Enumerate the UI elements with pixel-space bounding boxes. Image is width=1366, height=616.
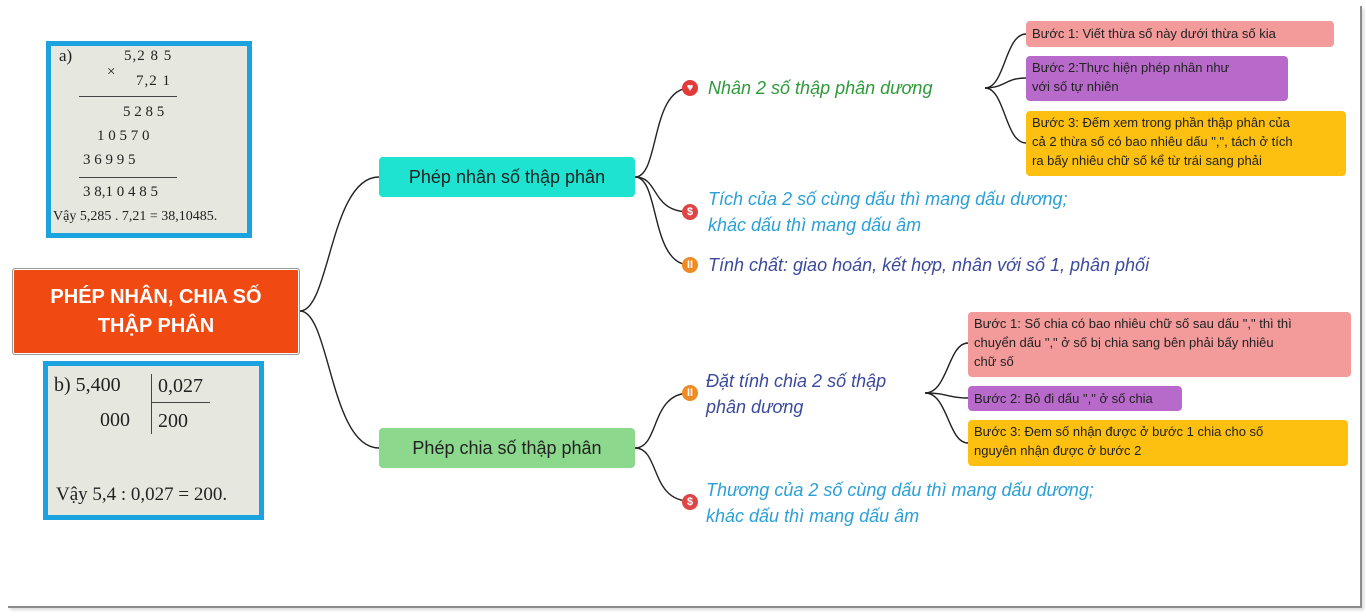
- root-title-line-1: PHÉP NHÂN, CHIA SỐ: [50, 286, 262, 308]
- multiply-step-3-line-2: cả 2 thừa số có bao nhiêu dấu ",", tách …: [1032, 134, 1293, 149]
- divide-step-1-line-2: chuyển dấu "," ở số bị chia sang bên phả…: [974, 335, 1274, 350]
- multiply-step-3[interactable]: Bước 3: Đếm xem trong phần thập phân của…: [1026, 111, 1346, 176]
- example-a-partial3: 3 6 9 9 5: [83, 152, 136, 168]
- topic-divide-sign-line-1: Thương của 2 số cùng dấu thì mang dấu dư…: [706, 480, 1094, 500]
- link-mul-step1: [984, 33, 1027, 89]
- example-a-partial2: 1 0 5 7 0: [97, 128, 150, 144]
- link-div-step3: [924, 392, 969, 444]
- multiply-step-2-line-1: Bước 2:Thực hiện phép nhân như: [1032, 60, 1230, 75]
- multiply-step-1-text: Bước 1: Viết thừa số này dưới thừa số ki…: [1032, 26, 1276, 41]
- example-b-rule: [152, 402, 210, 403]
- divide-step-3-line-1: Bước 3: Đem số nhận được ở bước 1 chia c…: [974, 424, 1264, 439]
- pause-icon: II: [682, 385, 698, 401]
- divide-step-2-text: Bước 2: Bỏ đi dấu "," ở số chia: [974, 391, 1153, 406]
- topic-multiply-properties[interactable]: Tính chất: giao hoán, kết hợp, nhân với …: [708, 255, 1150, 275]
- example-b-divisor: 0,027: [158, 375, 203, 397]
- topic-divide-setup-line-2: phân dương: [706, 397, 804, 417]
- link-mul-topic3: [634, 176, 691, 266]
- topic-divide-sign-line-2: khác dấu thì mang dấu âm: [706, 506, 920, 526]
- link-div-step2: [924, 392, 969, 399]
- example-a-multiplicand: 5,2 8 5: [124, 48, 173, 64]
- example-a-rule-1: [79, 96, 177, 97]
- root-topic[interactable]: PHÉP NHÂN, CHIA SỐ THẬP PHÂN: [12, 268, 300, 355]
- example-a-times: ×: [107, 64, 116, 80]
- example-b-quotient: 200: [158, 410, 188, 432]
- topic-multiply-sign[interactable]: Tích của 2 số cùng dấu thì mang dấu dươn…: [708, 186, 1068, 238]
- link-root-mul: [299, 176, 380, 312]
- divide-step-1-line-1: Bước 1: Số chia có bao nhiêu chữ số sau …: [974, 316, 1292, 331]
- link-div-topic1: [634, 392, 691, 449]
- example-b-division-bar: [151, 374, 152, 434]
- topic-multiply-sign-line-2: khác dấu thì mang dấu âm: [708, 215, 922, 235]
- example-b-remainder: 000: [100, 409, 130, 431]
- link-mul-topic2: [634, 176, 691, 213]
- example-a-rule-2: [79, 177, 177, 178]
- multiply-step-3-line-1: Bước 3: Đếm xem trong phần thập phân của: [1032, 115, 1290, 130]
- example-a-multiplier: 7,2 1: [136, 73, 171, 89]
- example-a-photo: a) 5,2 8 5 × 7,2 1 5 2 8 5 1 0 5 7 0 3 6…: [46, 41, 252, 238]
- divide-step-1[interactable]: Bước 1: Số chia có bao nhiêu chữ số sau …: [968, 312, 1351, 377]
- example-b-conclusion: Vậy 5,4 : 0,027 = 200.: [56, 484, 228, 505]
- topic-divide-sign[interactable]: Thương của 2 số cùng dấu thì mang dấu dư…: [706, 477, 1094, 529]
- multiply-step-3-line-3: ra bấy nhiêu chữ số kể từ trái sang phải: [1032, 153, 1262, 168]
- divide-step-2[interactable]: Bước 2: Bỏ đi dấu "," ở số chia: [968, 386, 1182, 411]
- link-mul-step2: [984, 77, 1027, 89]
- link-mul-topic1: [634, 87, 691, 178]
- link-mul-step3: [984, 87, 1027, 144]
- link-div-topic2: [634, 447, 691, 502]
- divide-step-3-line-2: nguyên nhận được ở bước 2: [974, 443, 1142, 458]
- heart-icon: ♥: [682, 80, 698, 96]
- example-b-dividend: b) 5,400: [54, 374, 121, 396]
- topic-divide-setup-line-1: Đặt tính chia 2 số thập: [706, 371, 887, 391]
- link-div-step1: [924, 342, 969, 394]
- link-root-div: [299, 310, 380, 449]
- root-title-line-2: THẬP PHÂN: [97, 315, 215, 337]
- example-a-label: a): [59, 46, 73, 65]
- example-a-partial1: 5 2 8 5: [123, 104, 165, 120]
- dollar-icon: $: [682, 494, 698, 510]
- topic-divide-setup[interactable]: Đặt tính chia 2 số thập phân dương: [706, 368, 886, 420]
- multiply-step-1[interactable]: Bước 1: Viết thừa số này dưới thừa số ki…: [1026, 21, 1334, 47]
- divide-step-3[interactable]: Bước 3: Đem số nhận được ở bước 1 chia c…: [968, 420, 1348, 466]
- multiply-step-2[interactable]: Bước 2:Thực hiện phép nhân như với số tự…: [1026, 56, 1288, 101]
- topic-multiply-sign-line-1: Tích của 2 số cùng dấu thì mang dấu dươn…: [708, 189, 1068, 209]
- divide-step-1-line-3: chữ số: [974, 354, 1014, 369]
- dollar-icon: $: [682, 204, 698, 220]
- multiply-step-2-line-2: với số tự nhiên: [1032, 79, 1119, 94]
- example-b-photo: b) 5,400 0,027 000 200 Vậy 5,4 : 0,027 =…: [43, 361, 264, 520]
- example-a-conclusion: Vậy 5,285 . 7,21 = 38,10485.: [53, 209, 218, 224]
- branch-division[interactable]: Phép chia số thập phân: [379, 428, 635, 468]
- topic-multiply-positive[interactable]: Nhân 2 số thập phân dương: [708, 78, 933, 98]
- example-a-result: 3 8,1 0 4 8 5: [83, 184, 158, 200]
- pause-icon: II: [682, 257, 698, 273]
- branch-multiplication[interactable]: Phép nhân số thập phân: [379, 157, 635, 197]
